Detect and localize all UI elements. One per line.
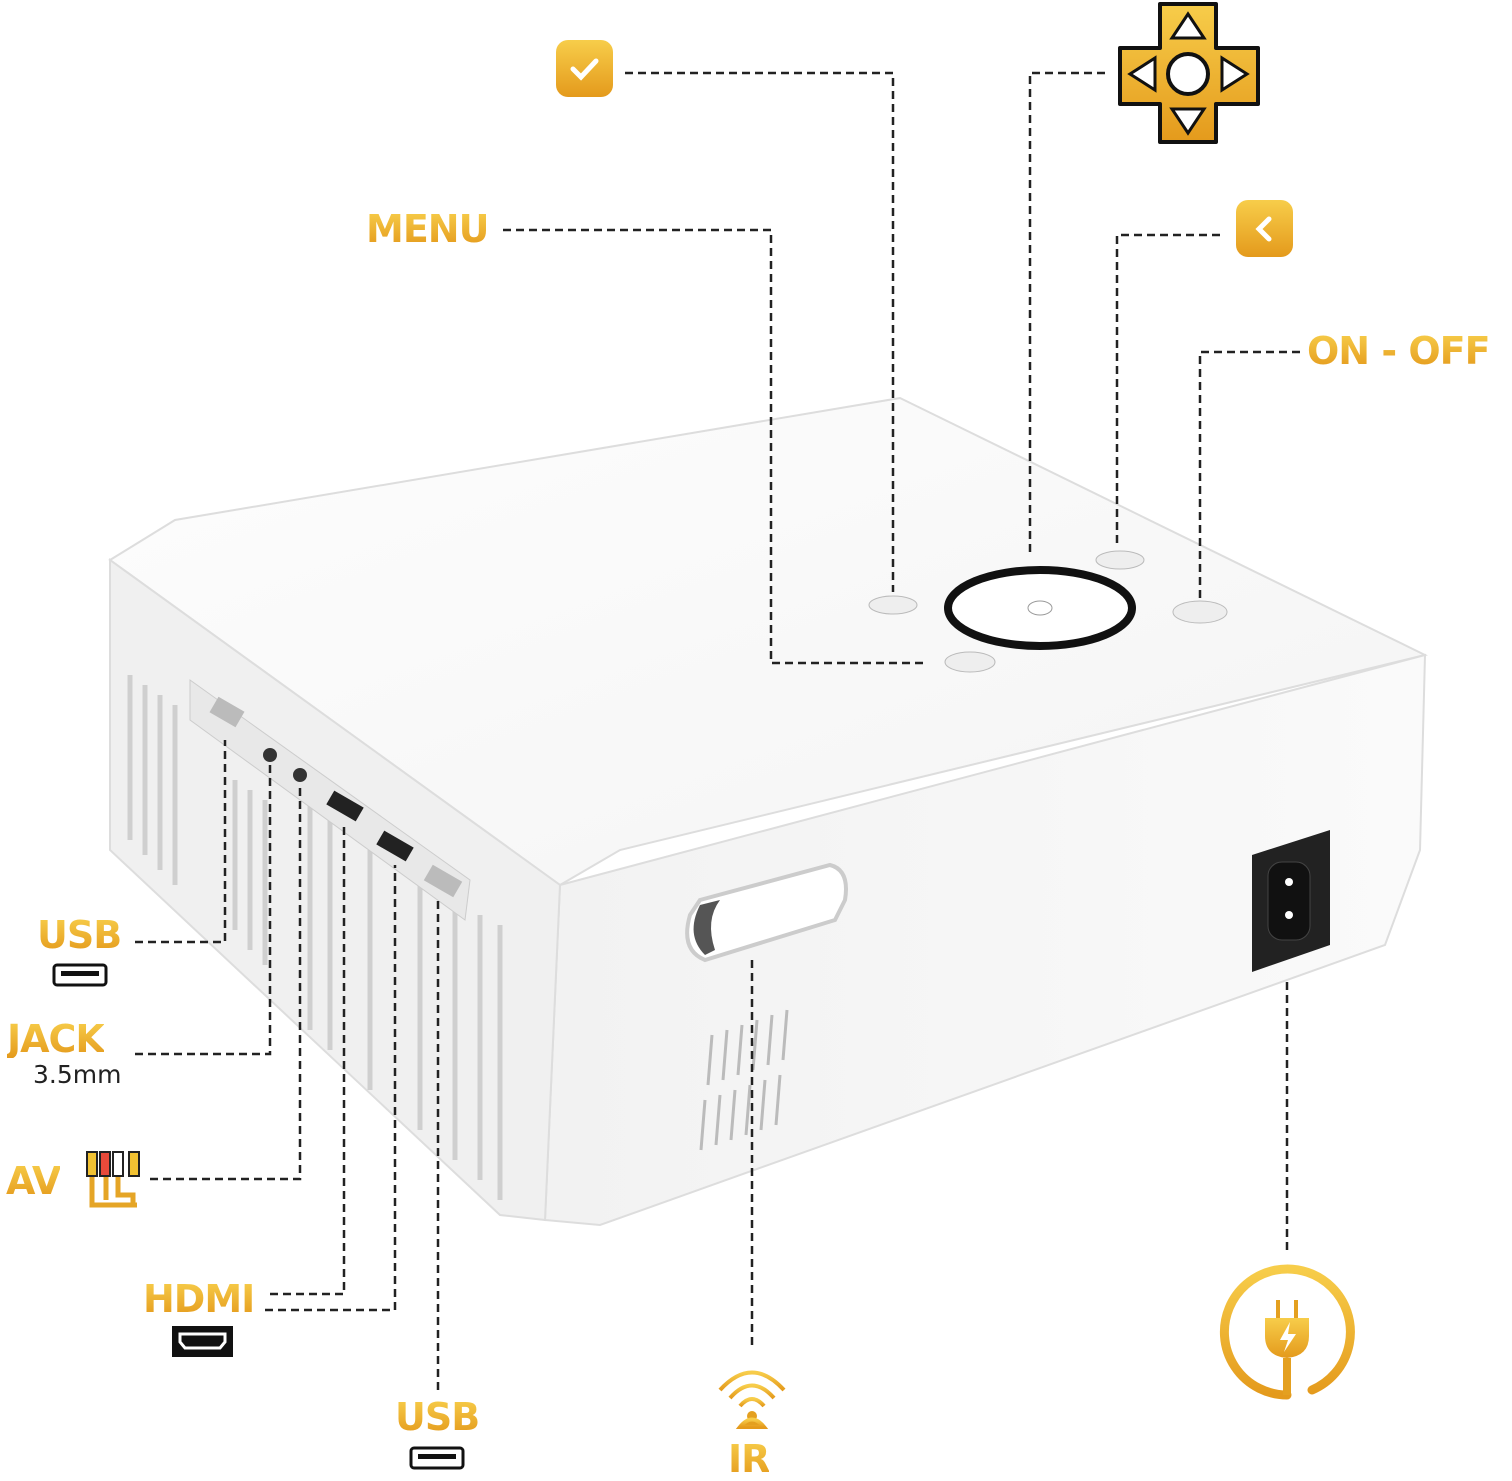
- jack-label: JACK: [7, 1017, 105, 1061]
- av-label: AV: [6, 1159, 61, 1203]
- usb-port-icon-bottom: [409, 1446, 465, 1470]
- rca-cable-icon: [86, 1151, 140, 1208]
- side-vents: [127, 675, 503, 1200]
- front-vents: [699, 1009, 789, 1151]
- check-icon: [556, 40, 613, 97]
- jack-size-label: 3.5mm: [33, 1060, 122, 1089]
- back-icon: [1236, 200, 1293, 257]
- leader-lines: [135, 71, 1300, 1390]
- ir-label: IR: [728, 1437, 770, 1481]
- ports: [209, 696, 463, 898]
- power-plug-icon: [1219, 1264, 1355, 1400]
- power-socket: [1252, 830, 1330, 972]
- hdmi-label: HDMI: [143, 1277, 255, 1321]
- ir-window: [685, 862, 848, 963]
- hdmi-port-icon: [172, 1326, 233, 1357]
- ir-signal-icon: [718, 1370, 786, 1433]
- menu-label: MENU: [366, 207, 489, 251]
- dpad-icon: [1118, 2, 1260, 144]
- usb-side-label: USB: [37, 913, 122, 957]
- usb-bottom-label: USB: [395, 1395, 480, 1439]
- control-buttons: [868, 550, 1228, 673]
- on-off-label: ON - OFF: [1307, 329, 1491, 373]
- usb-port-icon: [52, 963, 108, 987]
- projector-body: [108, 396, 1428, 1227]
